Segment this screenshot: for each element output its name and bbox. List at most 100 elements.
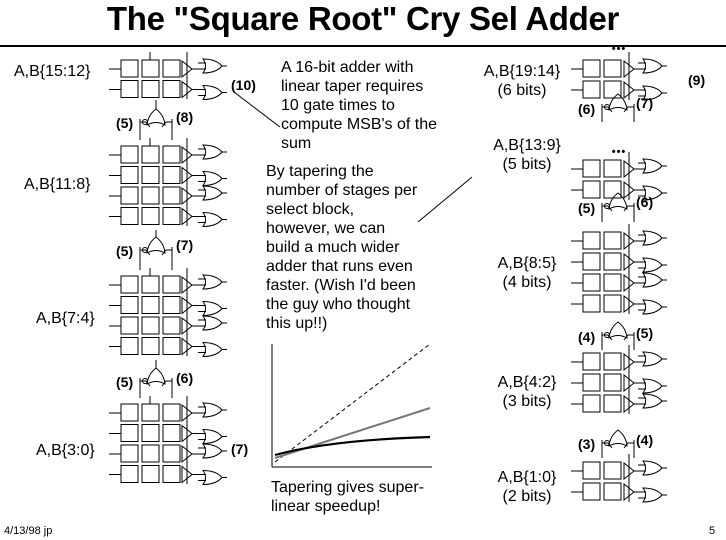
adder-cell — [582, 273, 601, 292]
mux-gate — [202, 211, 223, 228]
adder-cell — [141, 59, 160, 78]
right-group-label-19-14: A,B{19:14} — [483, 63, 561, 80]
mux-gate — [202, 185, 223, 201]
mux-delay-label: (5) — [578, 200, 596, 216]
inverter-bubble — [604, 332, 610, 338]
adder-cell — [162, 465, 181, 483]
output-delay-label: (10) — [231, 77, 256, 93]
footer-page-number: 5 — [709, 525, 716, 537]
mux-delay-label: (5) — [636, 325, 654, 341]
adder-cell — [162, 186, 181, 205]
right-group-bits-2: (2 bits) — [502, 488, 552, 505]
adder-cell — [582, 482, 601, 501]
adder-cell — [120, 296, 139, 314]
adder-cell — [141, 166, 160, 184]
mux-gate — [202, 170, 223, 187]
adder-cell — [582, 394, 601, 413]
adder-cell — [603, 373, 622, 392]
adder-cell — [582, 352, 601, 371]
inverter-bubble — [604, 104, 610, 110]
adder-cell — [603, 394, 622, 413]
mux-gate — [642, 185, 663, 201]
right-group-label-4-2: A,B{4:2} — [497, 374, 557, 391]
right-group-label-8-5: A,B{8:5} — [497, 255, 557, 272]
adder-cell — [141, 186, 160, 205]
mux-delay-label: (6) — [636, 194, 654, 210]
carry-or-gate — [608, 93, 628, 111]
mux-gate — [202, 341, 223, 358]
adder-cell — [603, 294, 622, 313]
adder-cell — [162, 296, 181, 314]
mux-delay-label: (7) — [636, 95, 654, 111]
carry-or-gate — [608, 192, 628, 210]
adder-cell — [603, 59, 622, 78]
callout-pointer — [233, 91, 281, 128]
right-group-bits-5: (5 bits) — [502, 156, 552, 173]
adder-cell — [162, 59, 181, 78]
adder-cell — [141, 316, 160, 335]
right-group-label-1-0: A,B{1:0} — [497, 469, 557, 486]
mux-gate — [642, 272, 663, 288]
adder-cell — [141, 207, 160, 225]
mux-delay-label: (3) — [578, 436, 596, 452]
inverter-bubble — [604, 440, 610, 446]
adder-cell — [120, 186, 139, 205]
adder-cell — [162, 166, 181, 184]
adder-cell — [603, 352, 622, 371]
adder-cell — [120, 316, 139, 335]
mux-gate — [642, 58, 663, 74]
adder-cell — [120, 465, 139, 483]
mux-delay-label: (8) — [176, 109, 194, 125]
right-group-bits-4: (4 bits) — [502, 274, 552, 291]
adder-cell — [141, 403, 160, 422]
adder-cell — [603, 80, 622, 99]
mux-delay-label: (6) — [578, 101, 596, 117]
inverter-bubble — [604, 203, 610, 209]
right-group-bits-6: (6 bits) — [497, 82, 547, 99]
graph-curve-linear — [274, 343, 431, 463]
adder-cell — [603, 273, 622, 292]
mux-gate — [202, 402, 223, 418]
left-group-label-15-12: A,B{15:12} — [14, 63, 91, 80]
mux-delay-label: (5) — [116, 243, 134, 259]
wire — [623, 334, 634, 341]
adder-cell — [582, 461, 601, 480]
mux-gate — [202, 84, 223, 101]
mux-gate — [202, 443, 223, 459]
adder-cell — [120, 275, 139, 294]
adder-cell — [603, 252, 622, 271]
adder-cell — [120, 207, 139, 225]
left-group-label-3-0: A,B{3:0} — [36, 442, 95, 459]
mux-gate — [642, 158, 663, 174]
adder-cell — [162, 424, 181, 442]
title-rule — [0, 45, 726, 47]
wire — [623, 442, 634, 449]
slide-title: The "Square Root" Cry Sel Adder — [106, 0, 620, 37]
mux-gate — [642, 487, 663, 503]
mux-delay-label: (6) — [176, 370, 194, 386]
adder-cell — [162, 207, 181, 225]
adder-cell — [141, 465, 160, 483]
ellipsis-marker: ••• — [611, 43, 627, 55]
adder-cell — [141, 337, 160, 355]
adder-cell — [162, 80, 181, 98]
adder-cell — [603, 461, 622, 480]
mux-delay-label: (4) — [578, 329, 596, 345]
adder-cell — [141, 145, 160, 164]
inverter-bubble — [142, 119, 148, 125]
wire — [161, 380, 172, 387]
wire — [161, 121, 172, 128]
adder-cell — [582, 180, 601, 199]
output-delay-label: (7) — [231, 441, 249, 457]
adder-cell — [141, 80, 160, 98]
mux-gate — [202, 144, 223, 160]
carry-or-gate — [608, 321, 628, 339]
adder-cell — [582, 231, 601, 250]
carry-or-gate — [146, 367, 166, 385]
mux-gate — [642, 257, 663, 273]
adder-cell — [120, 80, 139, 98]
adder-cell — [603, 159, 622, 178]
inverter-bubble — [142, 247, 148, 253]
wire — [623, 106, 634, 113]
